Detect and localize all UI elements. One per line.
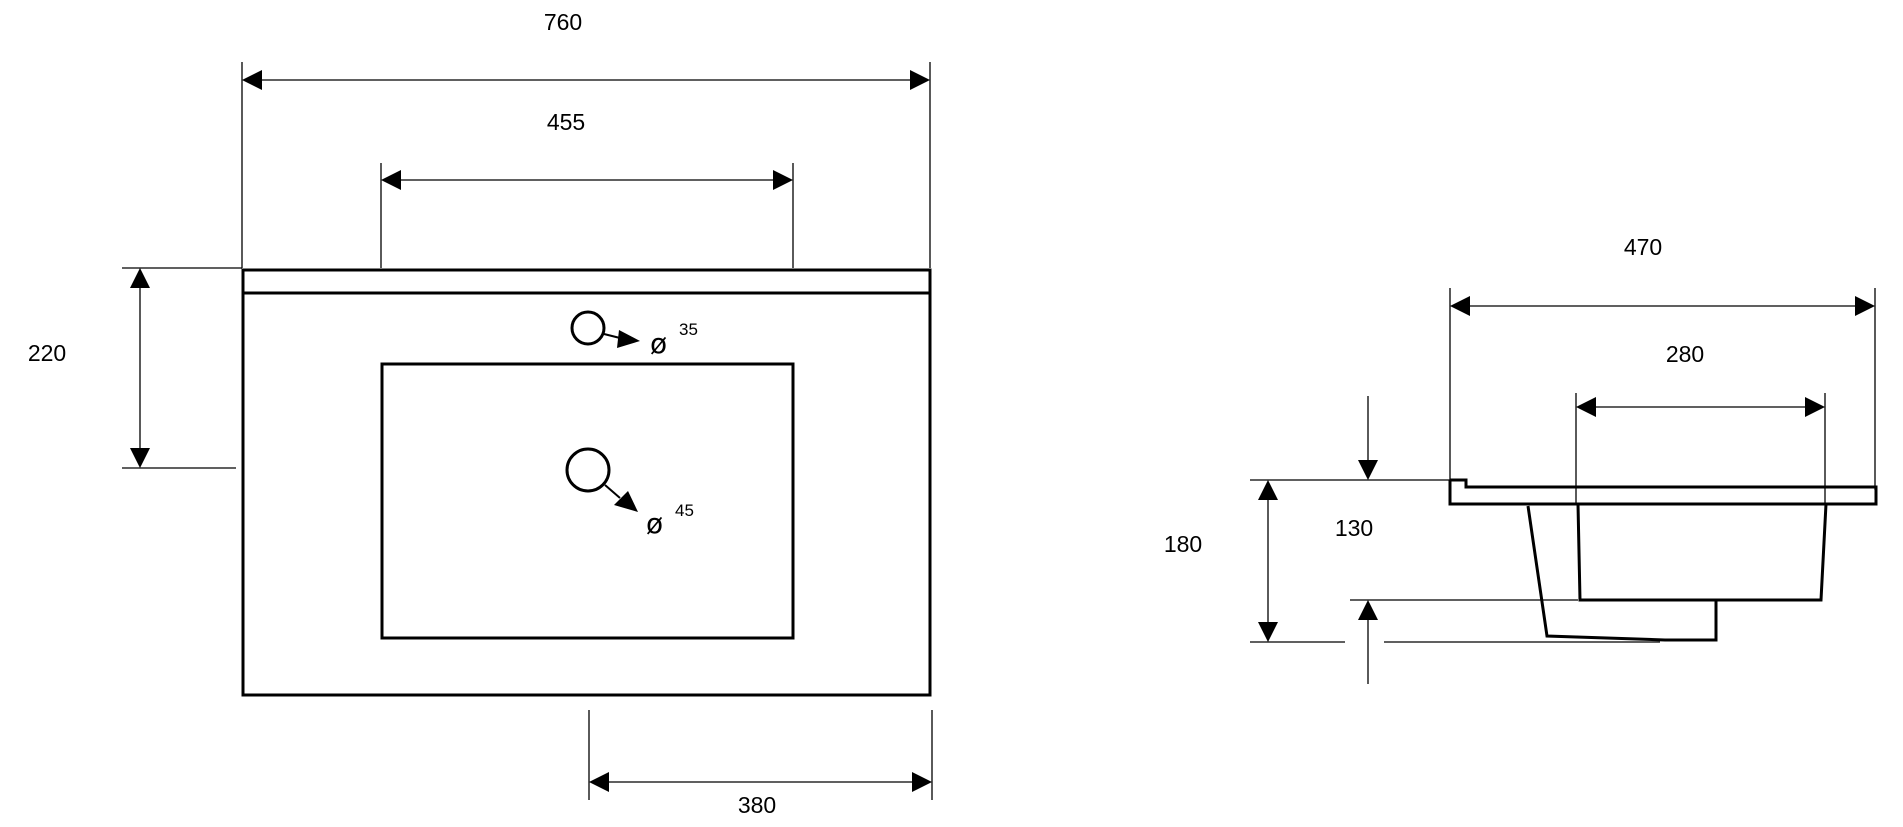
dimension-label-130: 130	[1335, 515, 1373, 541]
arrowhead	[130, 268, 150, 288]
drain-hole: ø 45	[565, 447, 694, 540]
arrowhead	[1450, 296, 1470, 316]
dimension-label-220: 220	[28, 340, 66, 366]
dimension-760: 760	[241, 9, 931, 268]
basin-bowl-profile	[1576, 503, 1828, 602]
dimension-130: 130	[1335, 396, 1578, 684]
diameter-symbol: ø	[650, 327, 667, 360]
front-view: 760 455 220 ø 35	[28, 9, 933, 818]
arrowhead	[381, 170, 401, 190]
dimension-label-760: 760	[544, 9, 582, 35]
tap-hole-diameter-label: 35	[679, 320, 698, 339]
arrowhead	[1855, 296, 1875, 316]
dimension-380: 380	[588, 710, 933, 818]
dimension-280: 280	[1575, 341, 1826, 503]
tap-hole: ø 35	[570, 310, 698, 360]
dimension-470: 470	[1449, 234, 1876, 490]
dimension-label-280: 280	[1666, 341, 1704, 367]
side-view: 470 280 180	[1164, 234, 1878, 684]
dimension-180: 180	[1164, 479, 1660, 643]
dimension-220: 220	[28, 267, 242, 469]
arrowhead	[1358, 460, 1378, 480]
arrowhead	[910, 70, 930, 90]
diameter-symbol: ø	[646, 507, 663, 540]
arrowhead	[773, 170, 793, 190]
side-profile	[1448, 478, 1878, 642]
arrowhead	[617, 330, 640, 348]
washbasin-outline	[241, 268, 932, 697]
arrowhead	[614, 491, 638, 512]
dimension-label-455: 455	[547, 109, 585, 135]
dimension-label-380: 380	[738, 792, 776, 818]
arrowhead	[1805, 397, 1825, 417]
arrowhead	[1358, 600, 1378, 620]
arrowhead	[912, 772, 932, 792]
arrowhead	[242, 70, 262, 90]
arrowhead	[1258, 622, 1278, 642]
dimension-label-180: 180	[1164, 531, 1202, 557]
dimension-label-470: 470	[1624, 234, 1662, 260]
arrowhead	[589, 772, 609, 792]
countertop-edge	[1448, 478, 1878, 506]
drain-hole-diameter-label: 45	[675, 501, 694, 520]
arrowhead	[130, 448, 150, 468]
basin-bowl-outline	[380, 362, 795, 640]
basin-outer-profile	[1526, 505, 1718, 642]
arrowhead	[1258, 480, 1278, 500]
dimension-455: 455	[380, 109, 794, 268]
arrowhead	[1576, 397, 1596, 417]
